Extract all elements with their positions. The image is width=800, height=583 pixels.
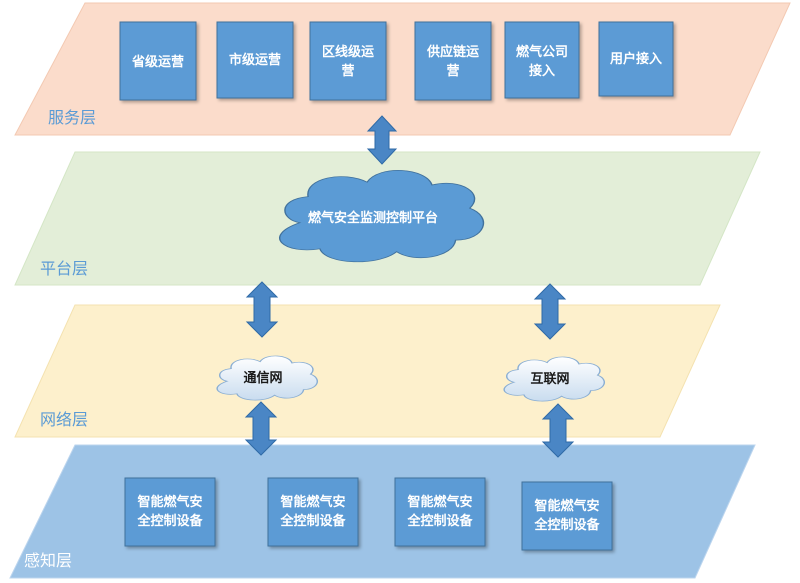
service-box-label: 用户接入 [609, 51, 662, 67]
sensing-device-box: 智能燃气安 全控制设备 [521, 481, 613, 551]
service-box-gas-company: 燃气公司 接入 [504, 21, 580, 99]
arrow-service-platform [366, 115, 398, 165]
sensing-layer: 感知层 [9, 444, 756, 579]
sensing-box-label-line1: 智能燃气安 [137, 494, 202, 510]
service-box-label: 省级运营 [131, 54, 184, 70]
sensing-box-label-line2: 全控制设备 [406, 513, 473, 529]
service-box-label-line2: 接入 [529, 63, 555, 79]
sensing-boxes: 智能燃气安 全控制设备 智能燃气安 全控制设备 智能燃气安 全控制设备 智能燃气… [124, 477, 613, 551]
platform-layer-label: 平台层 [40, 259, 88, 278]
sensing-device-box: 智能燃气安 全控制设备 [394, 477, 486, 547]
service-layer-label: 服务层 [48, 108, 96, 127]
internet-cloud: 互联网 [504, 357, 604, 401]
service-box-label-line2: 营 [341, 63, 354, 79]
sensing-layer-label: 感知层 [24, 551, 72, 570]
platform-cloud-label: 燃气安全监测控制平台 [308, 210, 438, 226]
service-box-user-access: 用户接入 [598, 21, 674, 97]
sensing-box-label-line2: 全控制设备 [533, 517, 600, 533]
sensing-box-label-line2: 全控制设备 [136, 513, 203, 529]
internet-label: 互联网 [530, 372, 569, 387]
communication-network-label: 通信网 [243, 370, 282, 386]
service-box-city: 市级运营 [216, 21, 294, 99]
sensing-box-label-line1: 智能燃气安 [407, 494, 472, 510]
sensing-box-label-line1: 智能燃气安 [280, 494, 345, 510]
communication-network-cloud: 通信网 [217, 356, 317, 400]
service-box-label-line1: 供应链运 [426, 44, 479, 60]
network-layer-label: 网络层 [40, 410, 88, 429]
service-layer: 服务层 [14, 2, 791, 136]
service-boxes: 省级运营 市级运营 区线级运 营 供应链运 营 燃气公司 接入 用户接入 [119, 21, 674, 101]
arrow-internet-sensing [541, 403, 575, 458]
service-box-provincial: 省级运营 [119, 21, 197, 101]
service-box-label-line1: 燃气公司 [516, 44, 568, 60]
sensing-box-label-line1: 智能燃气安 [534, 498, 599, 514]
arrow-comm-network-sensing [244, 401, 278, 456]
platform-cloud: 燃气安全监测控制平台 [280, 170, 484, 261]
sensing-device-box: 智能燃气安 全控制设备 [267, 477, 359, 547]
sensing-box-label-line2: 全控制设备 [279, 513, 346, 529]
arrow-platform-comm-network [245, 281, 279, 338]
service-box-supply-chain: 供应链运 营 [414, 21, 492, 101]
network-layer: 网络层 [14, 304, 721, 438]
arrow-platform-internet [533, 283, 567, 340]
sensing-device-box: 智能燃气安 全控制设备 [124, 477, 216, 547]
service-box-label: 市级运营 [229, 52, 281, 68]
service-box-district: 区线级运 营 [309, 21, 387, 101]
service-box-label-line1: 区线级运 [322, 44, 374, 60]
service-box-label-line2: 营 [446, 63, 459, 79]
